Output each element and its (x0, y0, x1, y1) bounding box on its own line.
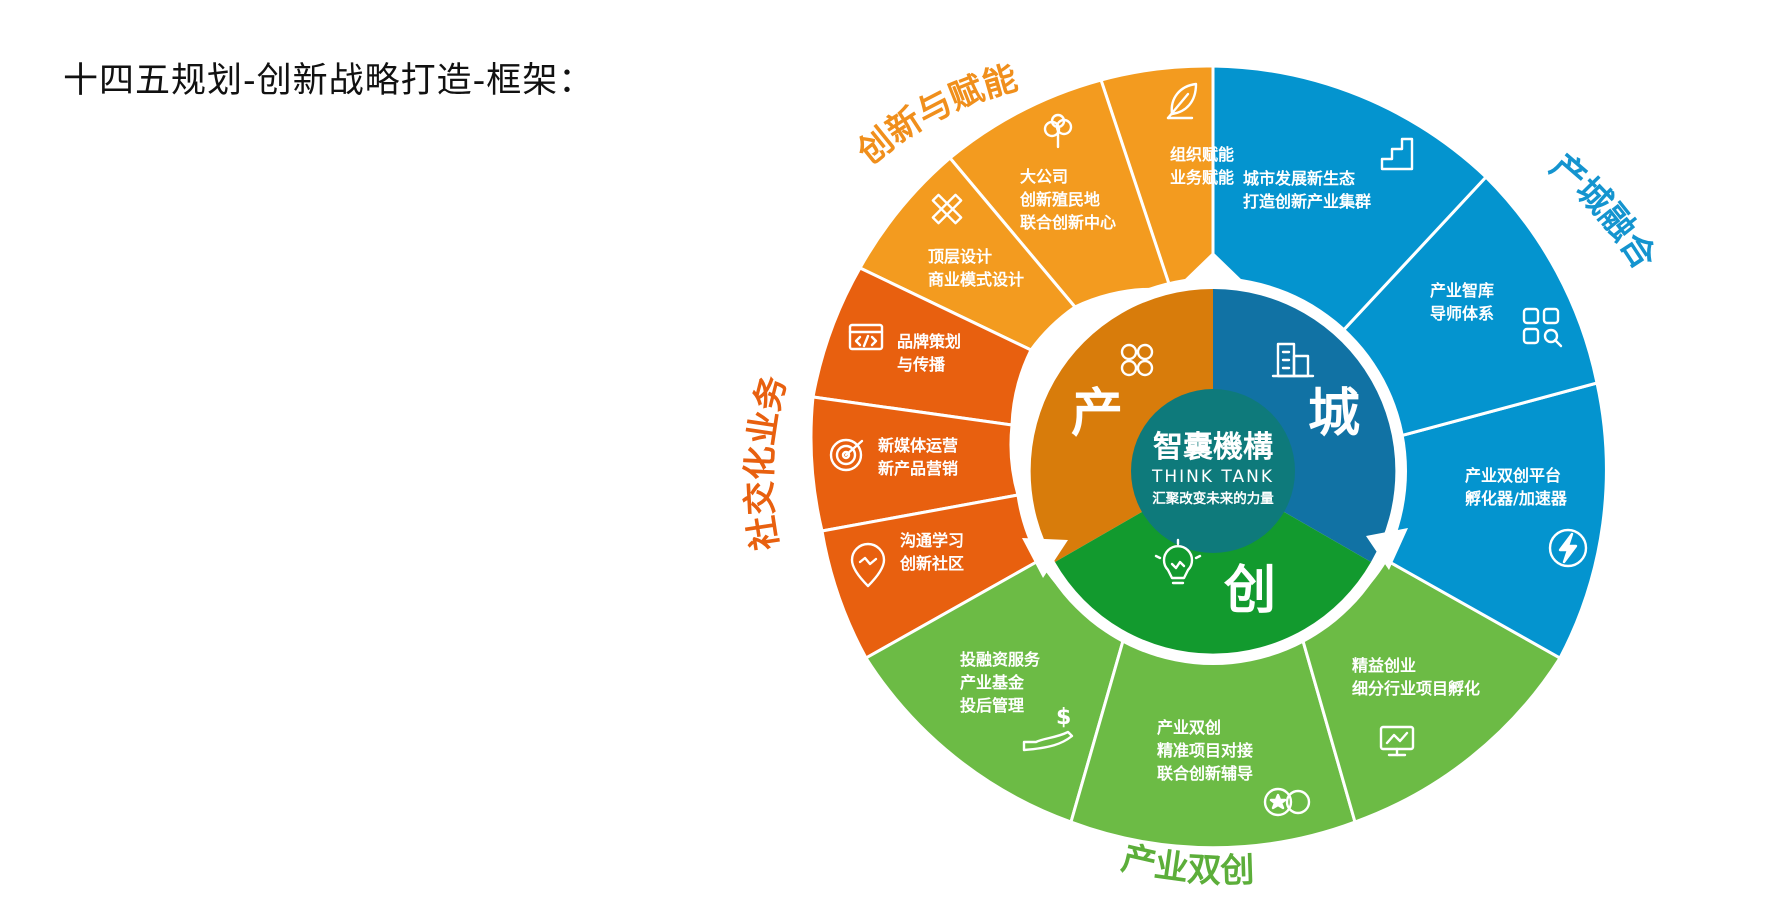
cycle-arrow-top (1182, 252, 1244, 282)
inner-label-chan: 产 (1071, 383, 1123, 444)
segment-line: 新媒体运营 (878, 436, 958, 455)
segment-media-text: 新媒体运营 新产品营销 (878, 436, 964, 478)
segment-line: 大公司 (1020, 167, 1068, 186)
segment-line: 商业模式设计 (928, 270, 1024, 289)
segment-think-text: 产业智库 导师体系 (1430, 281, 1500, 323)
segment-line: 沟通学习 (900, 531, 964, 550)
logo-sub-text: THINK TANK (1151, 467, 1274, 487)
segment-line: 业务赋能 (1170, 168, 1234, 187)
segment-line: 细分行业项目孵化 (1352, 679, 1480, 698)
outer-label-social-business-path: 社交化业务 (740, 372, 795, 553)
outer-label-social-business: 社交化业务 (740, 372, 795, 553)
segment-invest-text: 投融资服务 产业基金 投后管理 (960, 650, 1046, 715)
segment-platform-text: 产业双创平台 孵化器/加速器 (1465, 466, 1568, 508)
segment-line: 产业双创 (1157, 718, 1221, 737)
segment-line: 精准项目对接 (1157, 741, 1253, 760)
page-title: 十四五规划-创新战略打造-框架： (63, 61, 595, 101)
browser-icon (848, 323, 884, 351)
segment-line: 投融资服务 (960, 650, 1041, 669)
segment-lean-text: 精益创业 细分行业项目孵化 (1352, 656, 1480, 698)
lightbulb-icon (1154, 538, 1202, 585)
segment-line: 产业双创平台 (1465, 466, 1561, 485)
segment-line: 孵化器/加速器 (1465, 489, 1568, 508)
inner-label-cheng: 城 (1308, 383, 1360, 444)
center-logo-disk (1131, 389, 1295, 553)
segment-line: 投后管理 (960, 696, 1024, 715)
segment-line: 新产品营销 (878, 459, 958, 478)
ruler-pencil-icon (931, 193, 963, 225)
clover-icon (1120, 343, 1154, 377)
segment-dual-text: 产业双创 精准项目对接 联合创新辅导 (1157, 718, 1259, 783)
segment-city-text: 城市发展新生态 打造创新产业集群 (1243, 169, 1371, 211)
segment-design-text: 顶层设计 商业模式设计 (928, 247, 1024, 289)
segment-line: 打造创新产业集群 (1243, 192, 1371, 211)
segment-line: 顶层设计 (928, 247, 992, 266)
segment-line: 联合创新辅导 (1157, 764, 1253, 783)
grid-search-icon (1522, 307, 1563, 348)
segment-corp-text: 大公司 创新殖民地 联合创新中心 (1019, 167, 1116, 232)
center-logo: 智囊機構 THINK TANK 汇聚改变未来的力量 (1151, 430, 1274, 507)
cycle-arrow-right (1366, 528, 1408, 570)
cycle-arrow-left (1022, 538, 1068, 578)
segment-line: 创新殖民地 (1019, 190, 1100, 209)
segment-line: 产业智库 (1430, 281, 1494, 300)
segment-line: 导师体系 (1430, 304, 1494, 323)
tree-icon (1043, 113, 1073, 149)
stairs-icon (1380, 137, 1414, 171)
segment-line: 与传播 (897, 355, 946, 374)
svg-text:$: $ (1056, 705, 1071, 730)
monitor-chart-icon (1379, 725, 1415, 757)
segment-line: 产业基金 (960, 673, 1025, 692)
coins-icon (1263, 787, 1311, 817)
segment-org-text: 组织赋能 业务赋能 (1170, 145, 1240, 187)
lightning-icon (1548, 528, 1588, 568)
segment-line: 组织赋能 (1170, 145, 1234, 164)
map-pin-icon (850, 542, 886, 588)
segment-line: 精益创业 (1352, 656, 1416, 675)
inner-label-chuang: 创 (1223, 560, 1276, 621)
segment-learn-text: 沟通学习 创新社区 (899, 531, 970, 573)
segment-line: 城市发展新生态 (1243, 169, 1355, 188)
money-hand-icon: $ (1022, 705, 1074, 752)
segment-line: 品牌策划 (897, 332, 961, 351)
segment-brand-text: 品牌策划 与传播 (897, 332, 967, 374)
logo-main-text: 智囊機構 (1153, 430, 1273, 465)
building-icon (1271, 342, 1315, 378)
segment-line: 联合创新中心 (1020, 213, 1116, 232)
segment-line: 创新社区 (899, 554, 964, 573)
feather-icon (1166, 82, 1198, 120)
outer-label-industry-city: 产城融合 (1542, 146, 1663, 276)
outer-label-industry-city-path: 产城融合 (1542, 146, 1663, 276)
inner-wedge-chuang (1055, 471, 1371, 654)
logo-tagline: 汇聚改变未来的力量 (1152, 490, 1274, 507)
target-icon (829, 438, 864, 472)
